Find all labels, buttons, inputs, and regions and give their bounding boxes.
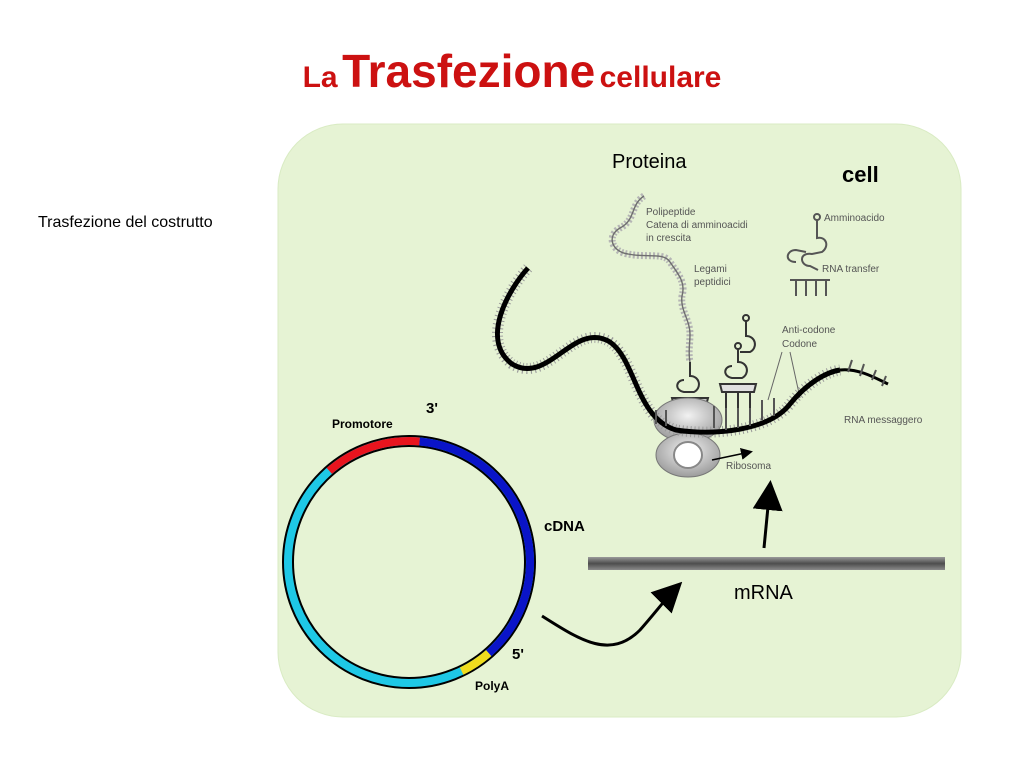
plasmid-polya-segment (459, 650, 492, 675)
messenger-rna-strand (491, 264, 889, 438)
codon-label: Codone (782, 339, 817, 350)
polypeptide-label: Polipeptide (646, 207, 696, 218)
plasmid (282, 435, 536, 689)
title-main: Trasfezione (342, 45, 596, 97)
polypeptide-sub2-label: in crescita (646, 233, 691, 244)
trna-site-3 (740, 314, 756, 353)
ribosome-label: Ribosoma (726, 461, 771, 472)
cell-label: cell (842, 162, 879, 187)
promoter-label: Promotore (332, 417, 393, 431)
title-prefix: La (302, 61, 338, 94)
trna-free (786, 213, 830, 296)
trna-label: RNA transfer (822, 264, 880, 275)
polypeptide-sub1-label: Catena di amminoacidi (646, 220, 748, 231)
polya-label: PolyA (475, 679, 509, 693)
plasmid-promoter-segment (326, 437, 420, 474)
transcription-arrow (541, 581, 683, 647)
five-prime-label: 5' (512, 646, 524, 663)
cdna-label: cDNA (544, 518, 585, 535)
anticodon-label: Anti-codone (782, 325, 836, 336)
ribosome-direction-arrow (711, 447, 753, 461)
amino-acid-label: Amminoacido (824, 213, 885, 224)
title-suffix: cellulare (599, 61, 722, 94)
peptide-bond-sub-label: peptidici (694, 277, 731, 288)
messenger-rna-label: RNA messaggero (844, 415, 923, 426)
plasmid-cdna-segment (419, 437, 534, 657)
three-prime-label: 3' (426, 400, 438, 417)
mrna-bar (588, 557, 945, 570)
trna-site-2 (718, 342, 758, 408)
peptide-bond-label: Legami (694, 264, 727, 275)
slide-title: La Trasfezione cellulare (0, 48, 1024, 94)
translation-arrow (752, 480, 783, 549)
protein-label: Proteina (612, 151, 687, 173)
mrna-label: mRNA (734, 582, 794, 604)
caption-text: Trasfezione del costrutto (38, 214, 213, 231)
